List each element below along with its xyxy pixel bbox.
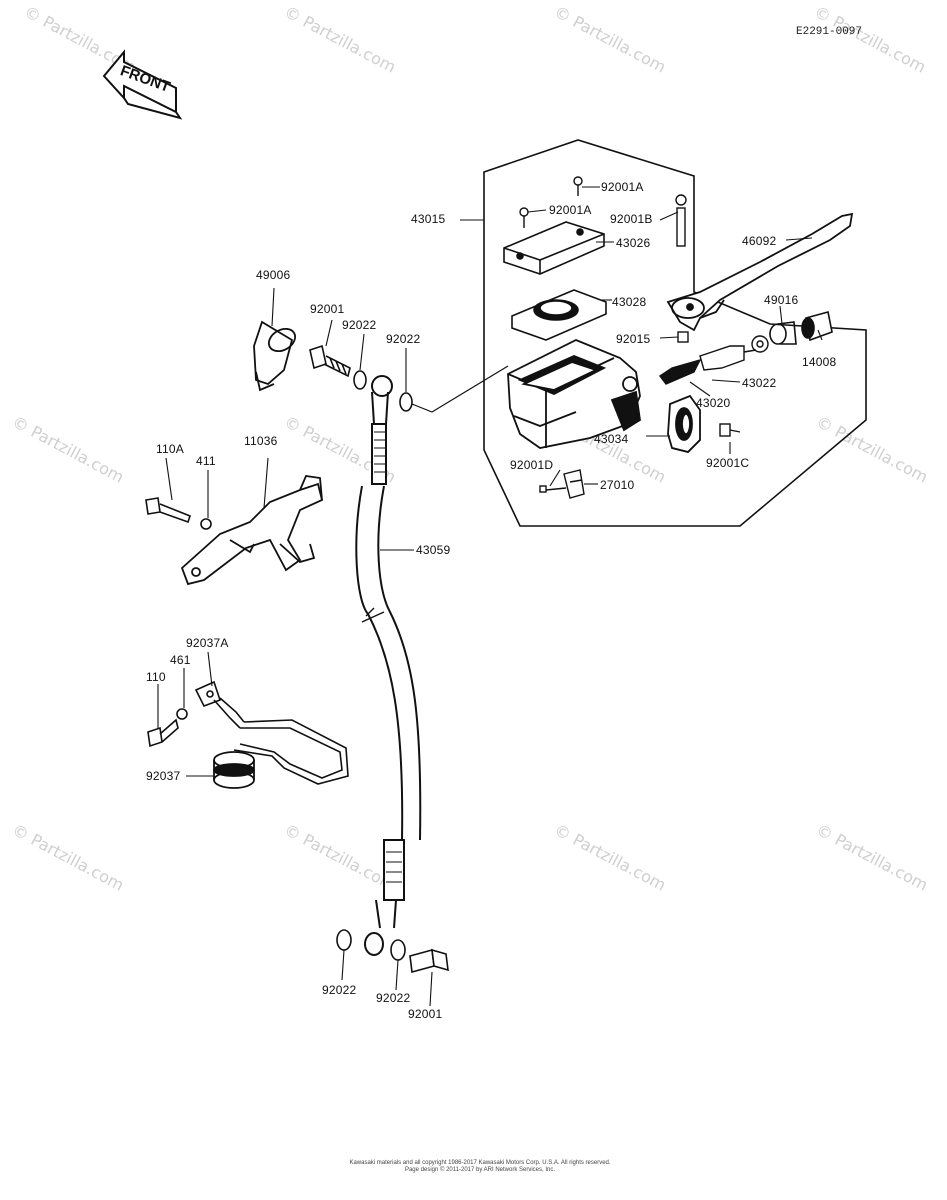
part-label[interactable]: 43034 [594,432,629,446]
bolt-110 [147,718,179,748]
part-label[interactable]: 43020 [696,396,731,410]
screw-92001A-1 [573,176,583,196]
part-label[interactable]: 92001A [549,203,592,217]
part-label[interactable]: 92022 [342,318,377,332]
part-label[interactable]: 43059 [416,543,451,557]
part-label[interactable]: 43015 [411,212,446,226]
part-label[interactable]: 92001B [610,212,653,226]
part-label[interactable]: 92001C [706,456,750,470]
part-label[interactable]: 92022 [322,983,357,997]
part-label[interactable]: 110 [146,670,166,684]
boot-14008 [801,311,833,342]
front-arrow-icon: FRONT [102,49,183,120]
part-label[interactable]: 411 [196,454,216,468]
part-label[interactable]: 14008 [802,355,837,369]
screw-92001B [675,194,687,247]
copyright-line: Kawasaki materials and all copyright 198… [349,1160,611,1166]
part-label[interactable]: 49016 [764,293,799,307]
washer-461 [176,708,188,720]
part-label[interactable]: 43028 [612,295,647,309]
copyright-notice: Kawasaki materials and all copyright 198… [330,1160,630,1174]
part-label[interactable]: 110A [156,442,184,456]
diaphragm [511,289,607,341]
washer-411 [200,518,212,530]
part-label[interactable]: 92022 [386,332,421,346]
part-label[interactable]: 92037 [146,769,181,783]
banjo-bolt-top [309,344,351,378]
washer-bot-1 [336,929,352,951]
brake-hose [355,375,422,956]
group-outline [483,139,867,527]
bracket-11036 [180,475,324,586]
part-label[interactable]: 92001 [310,302,345,316]
part-label[interactable]: 92015 [616,332,651,346]
part-label[interactable]: 92001 [408,1007,443,1021]
clamp-bracket-92037A [194,680,349,785]
clamp-43034 [667,394,701,453]
brake-lever [666,212,854,332]
nut-92015 [677,331,689,343]
reservoir-cap [503,221,605,275]
washer-top-2 [399,392,413,412]
part-label[interactable]: 92001A [601,180,644,194]
part-label[interactable]: 46092 [742,234,777,248]
part-label[interactable]: 92022 [376,991,411,1005]
part-label[interactable]: 49006 [256,268,291,282]
diagram-code: E2291-0097 [796,26,863,38]
banjo-bolt-bottom [409,948,449,974]
cap-49006 [253,320,297,392]
part-label[interactable]: 43026 [616,236,651,250]
washer-top-1 [353,370,367,390]
master-cylinder-body [507,339,641,449]
copyright-line: Page design © 2011-2017 by ARI Network S… [404,1167,556,1173]
part-label[interactable]: 27010 [600,478,635,492]
part-label[interactable]: 92001D [510,458,554,472]
bushing-49016 [769,321,797,345]
washer-bot-2 [390,939,406,961]
leader-lines [157,186,823,1007]
piston-assembly [658,335,769,385]
part-label[interactable]: 43022 [742,376,777,390]
grommet-92037 [213,751,255,789]
switch-27010 [539,469,585,499]
screw-92001A-2 [519,207,529,228]
bolt-110A [145,497,191,524]
bolt-92001C [719,423,741,437]
part-label[interactable]: 92037A [186,636,229,650]
part-label[interactable]: 11036 [244,434,278,448]
part-label[interactable]: 461 [170,653,191,667]
